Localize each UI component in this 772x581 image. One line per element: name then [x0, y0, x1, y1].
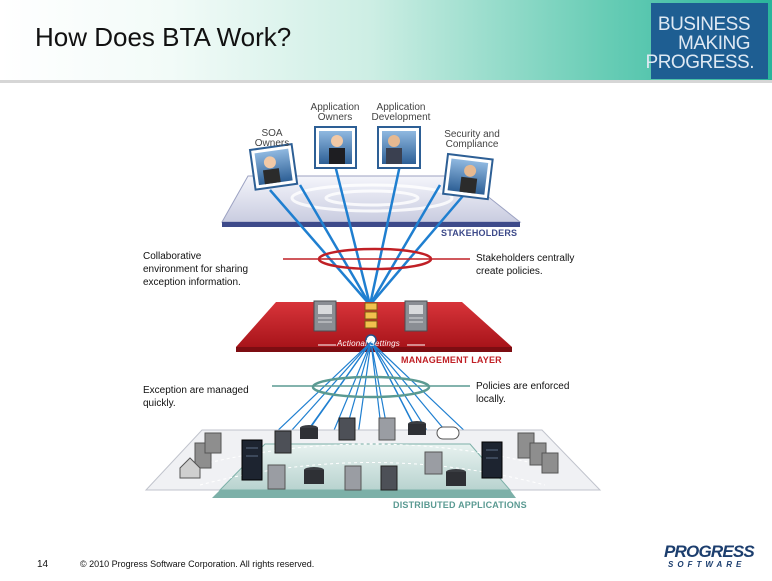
caption-policies-enforced-line-2: locally.: [476, 394, 506, 405]
building-right: [517, 432, 559, 474]
mainframe-right: [481, 441, 503, 479]
management-server-right: [404, 300, 428, 332]
brand-line-2: MAKING: [678, 33, 750, 54]
label-security-compliance-line-1: Security and: [444, 129, 500, 140]
server-row-1: [274, 417, 460, 454]
distributed-components: [179, 417, 559, 491]
label-application-development-line-1: Application: [376, 102, 426, 113]
caption-collaborative-line-3: exception information.: [143, 277, 241, 288]
copyright-notice: © 2010 Progress Software Corporation. Al…: [80, 559, 315, 569]
caption-collaborative-line-1: Collaborative: [143, 251, 202, 262]
label-soa-owners-line-2: Owners: [254, 138, 290, 149]
caption-collaborative: Collaborative environment for sharing ex…: [143, 250, 248, 289]
actional-settings-label: Actional Settings: [337, 339, 400, 348]
enforcement-ring: [272, 375, 470, 399]
portrait-application-owners: [314, 126, 357, 169]
portrait-application-development: [377, 126, 421, 169]
brand-line-1: BUSINESS: [657, 14, 751, 35]
slide-title: How Does BTA Work?: [35, 22, 292, 52]
policy-lines-upper: [269, 164, 469, 306]
stakeholders-label: STAKEHOLDERS: [441, 228, 518, 238]
label-application-development: Application Development: [366, 103, 436, 123]
caption-exceptions-managed: Exception are managed quickly.: [143, 384, 249, 410]
title-bar-rule: [0, 80, 772, 83]
title-bar: [0, 0, 772, 80]
label-application-development-line-2: Development: [371, 112, 431, 123]
page-number: 14: [37, 559, 49, 570]
management-platform: [236, 300, 512, 352]
label-security-compliance-line-2: Compliance: [445, 139, 499, 150]
building-left: [179, 432, 222, 479]
management-server-left: [313, 300, 337, 332]
portrait-security-compliance: [442, 152, 494, 201]
label-soa-owners-line-1: SOA: [261, 128, 283, 139]
caption-exceptions-managed-line-2: quickly.: [143, 398, 176, 409]
label-security-compliance: Security and Compliance: [438, 130, 506, 150]
label-application-owners-line-2: Owners: [317, 112, 353, 123]
management-hub: [364, 302, 378, 346]
caption-policies-enforced: Policies are enforced locally.: [476, 380, 569, 406]
caption-policies-enforced-line-1: Policies are enforced: [476, 381, 570, 392]
label-application-owners-line-1: Application: [310, 102, 360, 113]
brand-line-3: PROGRESS.: [645, 52, 755, 73]
caption-collaborative-line-2: environment for sharing: [143, 264, 249, 275]
label-soa-owners: SOA Owners: [252, 129, 292, 149]
brand-logo: BUSINESS MAKING PROGRESS.: [646, 3, 768, 79]
distributed-applications-label: DISTRIBUTED APPLICATIONS: [393, 500, 527, 510]
caption-stakeholders-central: Stakeholders centrally create policies.: [476, 252, 574, 278]
mainframe-left: [241, 439, 263, 481]
footer-logo: PROGRESS: [664, 542, 755, 561]
server-row-2: [267, 451, 466, 491]
management-layer-label: MANAGEMENT LAYER: [401, 355, 502, 365]
caption-exceptions-managed-line-1: Exception are managed: [143, 385, 249, 396]
label-application-owners: Application Owners: [306, 103, 364, 123]
caption-stakeholders-central-line-2: create policies.: [476, 266, 543, 277]
collaboration-ring: [283, 247, 470, 271]
caption-stakeholders-central-line-1: Stakeholders centrally: [476, 253, 575, 264]
footer-logo-subtitle: SOFTWARE: [668, 560, 746, 569]
portrait-soa-owners: [248, 143, 299, 191]
